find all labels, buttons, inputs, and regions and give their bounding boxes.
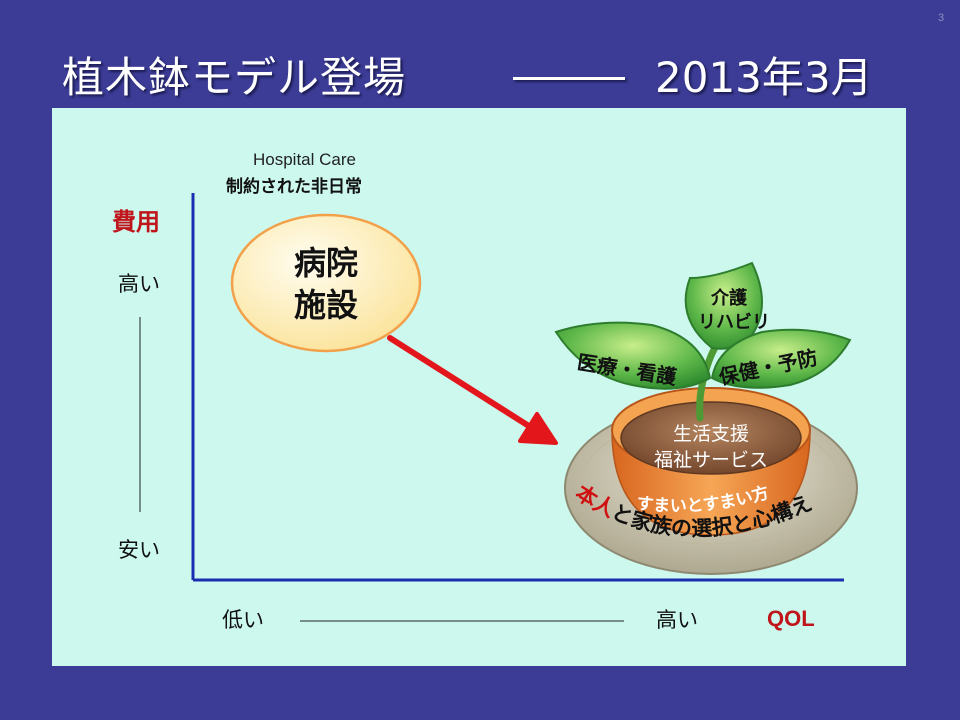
leaf-top-line2: リハビリ xyxy=(698,312,770,333)
soil-text: 生活支援 福祉サービス xyxy=(636,421,786,473)
leaf-right xyxy=(710,328,852,389)
hospital-care-sublabel: 制約された非日常 xyxy=(226,177,362,197)
leaf-left xyxy=(554,321,712,390)
x-axis-label: QOL xyxy=(767,606,815,631)
leaf-top-line1: 介護 xyxy=(711,288,747,309)
page-number: 3 xyxy=(938,12,945,24)
hospital-bubble xyxy=(230,213,422,353)
bubble-text: 病院 施設 xyxy=(270,242,382,326)
x-high-label: 高い xyxy=(656,608,698,632)
x-low-label: 低い xyxy=(222,608,264,632)
y-low-label: 安い xyxy=(118,538,160,562)
bubble-line-hospital: 病院 xyxy=(293,244,358,282)
y-high-label: 高い xyxy=(118,272,160,296)
soil xyxy=(620,401,802,475)
hospital-care-label: Hospital Care xyxy=(253,150,356,169)
soil-line2: 福祉サービス xyxy=(653,449,768,471)
title-dash-divider xyxy=(513,77,625,80)
y-axis-label: 費用 xyxy=(112,208,160,236)
slide-title-date: 2013年3月 xyxy=(655,53,873,102)
slide-title: 植木鉢モデル登場 xyxy=(62,53,407,102)
leaf-top-text: 介護 リハビリ xyxy=(698,287,770,335)
soil-line1: 生活支援 xyxy=(672,423,749,445)
transition-arrow xyxy=(387,335,558,445)
bubble-line-facility: 施設 xyxy=(293,286,358,324)
